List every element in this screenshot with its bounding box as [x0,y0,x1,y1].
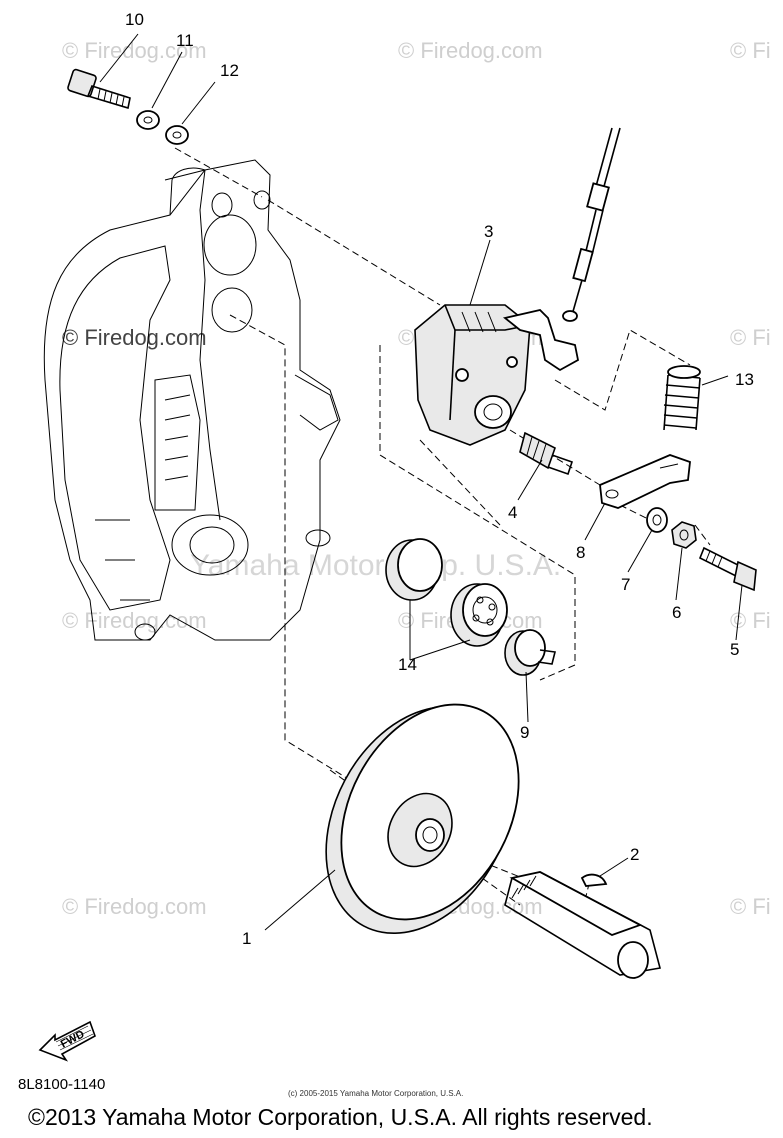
callout-12: 12 [220,61,239,80]
callout-14: 14 [398,655,417,674]
cap-9 [504,629,556,676]
watermark: Yamaha Motor Corp. U.S.A. [190,549,561,582]
bolt-10 [67,68,131,110]
washer-12 [165,125,189,145]
spring-13 [663,365,701,431]
callout-3: 3 [484,222,493,241]
callout-7: 7 [621,575,630,594]
watermark: © Fi [730,608,771,633]
adjuster-4 [519,431,574,476]
callout-11: 11 [176,31,194,50]
throttle-cable [562,127,621,322]
housing [43,159,341,641]
washer-11 [136,110,160,130]
callout-5: 5 [730,640,739,659]
callout-8: 8 [576,543,585,562]
fwd-arrow-icon: FWD [38,1020,96,1062]
callout-13: 13 [735,370,754,389]
callout-9: 9 [520,723,529,742]
shaft [504,871,661,979]
key-2 [580,873,608,887]
washer-7 [646,507,668,533]
leader-lines [99,33,743,931]
callout-6: 6 [672,603,681,622]
callout-2: 2 [630,845,639,864]
cover-14 [450,583,508,647]
sheave-1 [325,703,520,935]
watermark: © Fi [730,894,771,919]
watermark: © Firedog.com [62,894,207,919]
watermark: © Fi [730,38,771,63]
watermark: © Firedog.com [62,38,207,63]
bolt-5 [698,546,757,592]
callout-10: 10 [125,10,144,29]
small-copyright: (c) 2005-2015 Yamaha Motor Corporation, … [288,1089,464,1098]
watermark: © Firedog.com [62,608,207,633]
lever-8 [599,454,691,509]
callout-layer: 10 11 12 3 13 4 8 7 6 5 14 9 2 1 [125,10,754,948]
copyright-footer: ©2013 Yamaha Motor Corporation, U.S.A. A… [28,1104,653,1130]
callout-4: 4 [508,503,517,522]
nut-6 [671,521,697,549]
watermark: © Fi [730,325,771,350]
shim-14 [385,538,443,601]
watermark: © Firedog.com [398,38,543,63]
bracket-3 [414,304,580,446]
callout-1: 1 [242,929,251,948]
diagram-code: 8L8100-1140 [18,1076,106,1093]
watermark: © Firedog.com [62,325,207,350]
